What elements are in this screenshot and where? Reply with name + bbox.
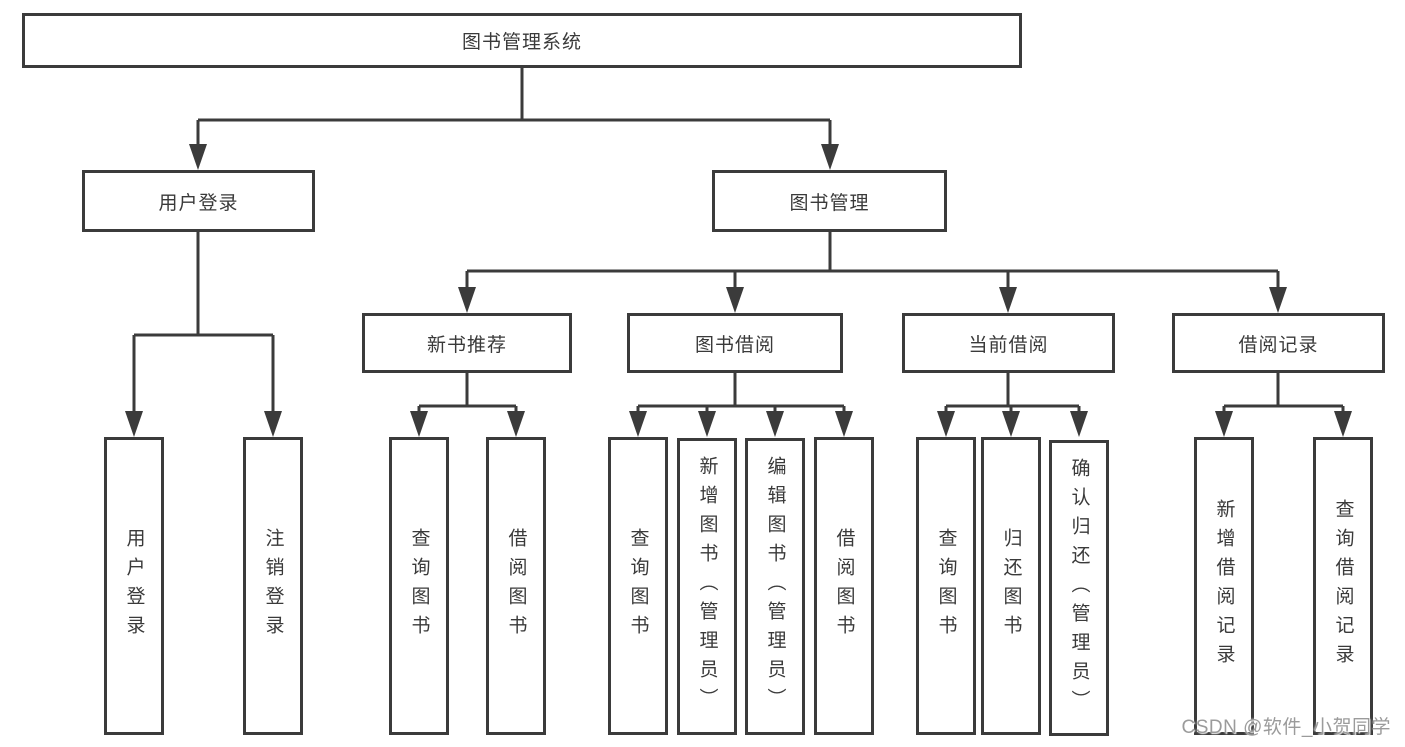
node-label: 图书管理 (789, 192, 870, 214)
leaf-borrow-books: 借阅图书 (814, 437, 874, 735)
leaf-query-books-current: 查询图书 (916, 437, 976, 735)
connector-user-login-to-leaves (125, 232, 282, 437)
leaf-edit-books-admin: 编辑图书（管理员） (745, 438, 805, 735)
node-book-management: 图书管理 (712, 170, 947, 232)
leaf-add-borrow-record: 新增借阅记录 (1194, 437, 1254, 735)
node-book-borrow: 图书借阅 (627, 313, 843, 373)
leaf-query-books-recommend: 查询图书 (389, 437, 449, 735)
node-root-library-system: 图书管理系统 (22, 13, 1022, 68)
node-label: 当前借阅 (968, 334, 1049, 356)
node-new-book-recommend: 新书推荐 (362, 313, 572, 373)
node-label: 新增图书（管理员） (696, 456, 718, 717)
leaf-logout: 注销登录 (243, 437, 303, 735)
connector-root-to-level2 (189, 68, 839, 170)
node-label: 借阅图书 (833, 528, 855, 644)
node-label: 查询图书 (408, 528, 430, 644)
leaf-user-login: 用户登录 (104, 437, 164, 735)
node-label: 借阅图书 (505, 528, 527, 644)
node-label: 查询借阅记录 (1332, 499, 1354, 673)
node-label: 注销登录 (262, 528, 284, 644)
leaf-add-books-admin: 新增图书（管理员） (677, 438, 737, 735)
node-label: 用户登录 (123, 528, 145, 644)
node-label: 图书借阅 (694, 334, 775, 356)
node-user-login: 用户登录 (82, 170, 315, 232)
csdn-watermark: CSDN @软件_小贺同学 (1181, 717, 1391, 738)
leaf-borrow-books-recommend: 借阅图书 (486, 437, 546, 735)
connector-current-borrow-to-leaves (937, 373, 1088, 437)
node-label: 新书推荐 (426, 334, 507, 356)
node-label: 查询图书 (935, 528, 957, 644)
node-label: 新增借阅记录 (1213, 499, 1235, 673)
node-label: 确认归还（管理员） (1068, 457, 1090, 719)
leaf-query-books-borrow: 查询图书 (608, 437, 668, 735)
node-label: 归还图书 (1000, 528, 1022, 644)
node-label: 用户登录 (158, 192, 239, 214)
connector-book-management-to-level3 (458, 232, 1287, 313)
connector-borrow-records-to-leaves (1215, 373, 1352, 437)
node-borrow-records: 借阅记录 (1172, 313, 1385, 373)
node-label: 编辑图书（管理员） (764, 456, 786, 717)
connector-book-borrow-to-leaves (629, 373, 853, 437)
leaf-query-borrow-record: 查询借阅记录 (1313, 437, 1373, 735)
node-label: 查询图书 (627, 528, 649, 644)
leaf-confirm-return-admin: 确认归还（管理员） (1049, 440, 1109, 736)
leaf-return-books: 归还图书 (981, 437, 1041, 735)
connector-new-book-to-leaves (410, 373, 525, 437)
node-label: 图书管理系统 (461, 32, 582, 53)
node-current-borrow: 当前借阅 (902, 313, 1115, 373)
node-label: 借阅记录 (1238, 334, 1319, 356)
